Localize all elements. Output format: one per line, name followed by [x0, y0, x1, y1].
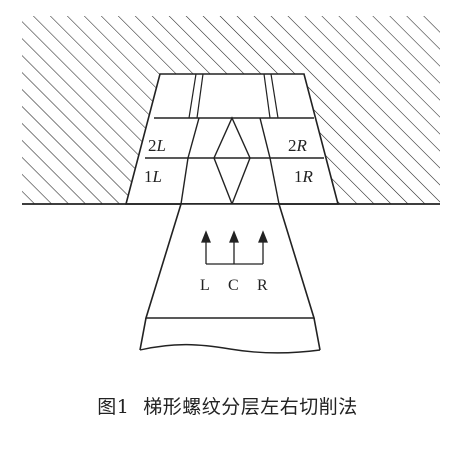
top-layer-right-line-b [270, 73, 279, 119]
lower-gap-left-edge [180, 157, 189, 205]
label-1L: 1L [144, 167, 162, 186]
cutting-tool-break-line [139, 343, 321, 354]
arrow-left-head [201, 230, 211, 243]
figure-title: 梯形螺纹分层左右切削法 [143, 396, 358, 418]
cutting-tool-right-extension [313, 317, 321, 351]
figure-number: 图1 [97, 396, 130, 418]
arrow-group [201, 230, 268, 265]
arrow-right-head [258, 230, 268, 243]
upper-gap-left-edge [187, 117, 200, 159]
figure-caption: 图1 梯形螺纹分层左右切削法 [0, 392, 455, 419]
cutting-tool-body [144, 203, 316, 319]
arrow-label-R: R [257, 277, 268, 294]
arrow-center-head [229, 230, 239, 243]
label-2L: 2L [148, 136, 166, 155]
top-layer-left-line-a [188, 73, 197, 119]
arrow-label-C: C [228, 277, 239, 294]
label-1R: 1R [294, 167, 314, 186]
arrow-label-L: L [200, 277, 210, 294]
lower-gap-right-edge [269, 157, 280, 205]
cutting-tool-left-extension [139, 317, 147, 351]
top-layer-right-line-a [263, 73, 271, 119]
label-2R: 2R [288, 136, 308, 155]
top-layer-left-line-b [196, 73, 204, 119]
upper-gap-right-edge [259, 117, 271, 159]
